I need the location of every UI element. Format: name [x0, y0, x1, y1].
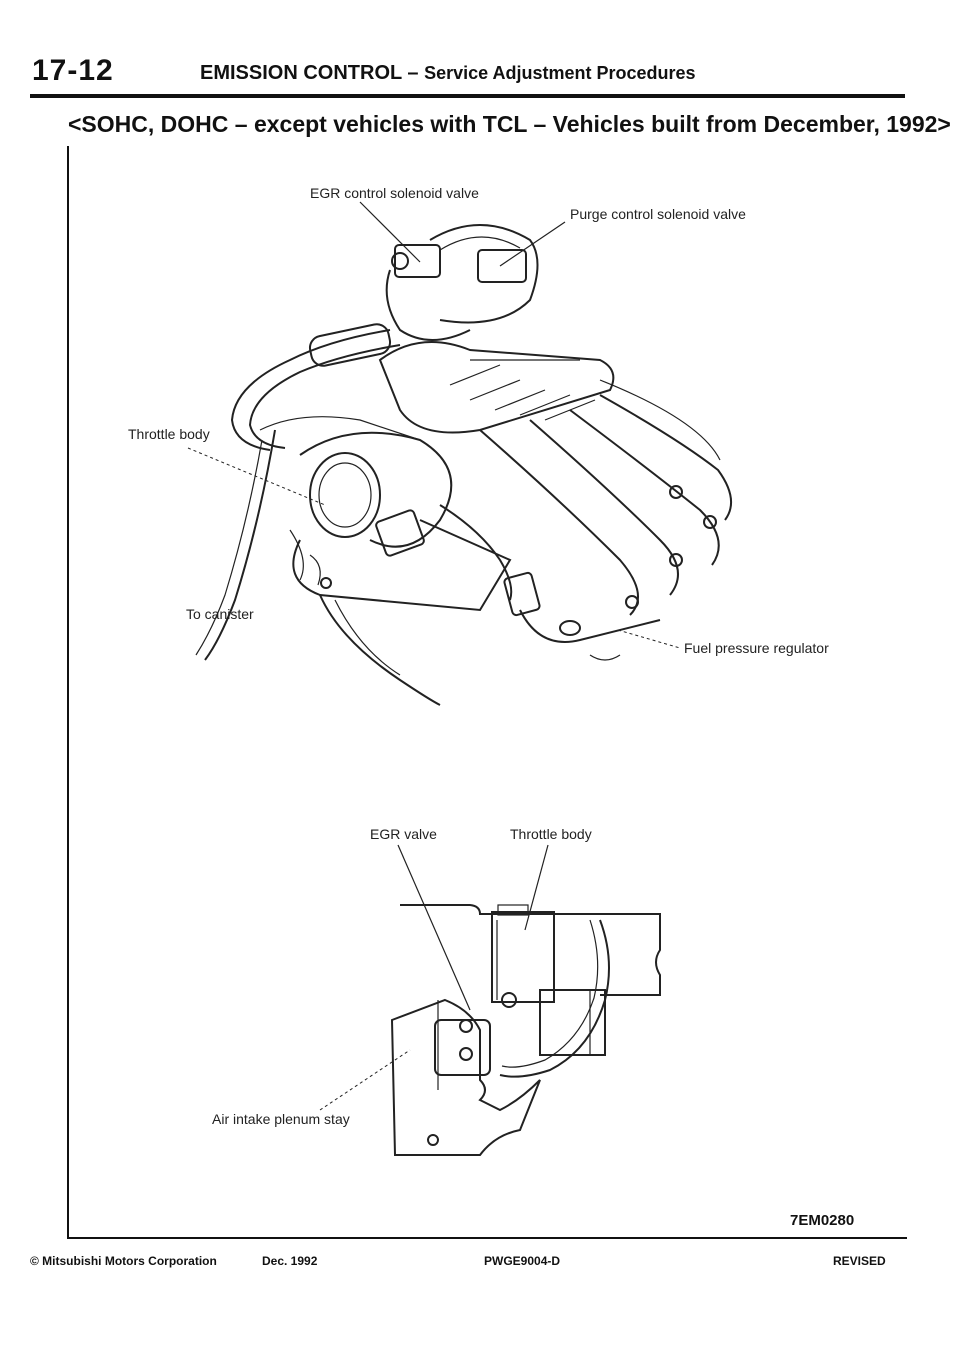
section-title: EMISSION CONTROL – Service Adjustment Pr…	[200, 62, 696, 85]
leader-egr-valve	[397, 844, 471, 1011]
egr-solenoid-shape	[394, 244, 441, 278]
page-subtitle: <SOHC, DOHC – except vehicles with TCL –…	[68, 111, 951, 137]
runner-port-4	[625, 595, 639, 609]
plenum-bracket	[319, 594, 441, 706]
throttle-body-housing	[299, 431, 453, 548]
egr-valve-body	[539, 989, 606, 1056]
plenum-bolt	[320, 577, 332, 589]
fuel-rail	[519, 609, 661, 643]
plenum-stay-bracket	[390, 998, 541, 1156]
plenum-lower	[292, 519, 512, 612]
section-main: EMISSION CONTROL –	[200, 62, 425, 84]
runner-2	[529, 419, 679, 596]
label-plenum-stay: Air intake plenum stay	[212, 1111, 350, 1127]
runner-port-3	[669, 553, 683, 567]
plenum-detail	[289, 529, 321, 586]
manifold-ribs	[449, 364, 596, 421]
egr-bolt-top	[459, 1019, 473, 1033]
runner-outer	[599, 379, 721, 461]
footer-copyright: © Mitsubishi Motors Corporation	[30, 1254, 217, 1268]
leader-throttle-body	[187, 447, 326, 506]
section-subtitle: Service Adjustment Procedures	[424, 63, 696, 83]
manifold-top	[378, 341, 615, 434]
throttle-sensor	[375, 509, 425, 557]
fuel-rail-port	[559, 620, 581, 636]
throttle-body-inner	[318, 462, 372, 528]
footer-date: Dec. 1992	[262, 1254, 318, 1268]
runner-port-1	[669, 485, 683, 499]
egr-pipe-outer	[499, 919, 610, 1078]
throttle-body-bore	[309, 452, 381, 538]
header-rule	[30, 94, 905, 98]
leader-purge-solenoid	[499, 221, 566, 267]
egr-pipe-inner	[501, 919, 599, 1068]
leader-egr-solenoid	[359, 201, 421, 263]
leader-fuel-regulator	[617, 629, 681, 649]
page-number: 17-12	[32, 54, 114, 87]
hose-sleeve	[308, 323, 392, 367]
runner-port-2	[703, 515, 717, 529]
footer-status: REVISED	[833, 1254, 886, 1268]
runner-4	[599, 394, 733, 521]
fuel-regulator-shape	[503, 571, 541, 617]
fuel-rail-detail	[589, 654, 621, 661]
label-egr-solenoid: EGR control solenoid valve	[310, 185, 479, 201]
plenum-bracket-inner	[334, 599, 401, 676]
stay-bolt	[427, 1134, 439, 1146]
runner-3	[569, 409, 720, 566]
canister-hose	[204, 429, 276, 661]
egr-bolt-bottom	[459, 1047, 473, 1061]
throttle-line	[259, 416, 421, 441]
footer-rule	[67, 1237, 907, 1239]
hose-long-1	[230, 329, 391, 451]
vacuum-hose-c	[385, 269, 471, 341]
label-purge-solenoid: Purge control solenoid valve	[570, 206, 746, 222]
throttle-body-cap	[497, 904, 529, 916]
regulator-hose	[439, 504, 513, 601]
egr-valve-housing	[434, 1019, 491, 1076]
leader-throttle-body-bottom	[524, 844, 549, 931]
egr-valve-port	[501, 992, 517, 1008]
label-throttle-body: Throttle body	[128, 426, 210, 442]
runner-1	[479, 429, 639, 616]
figure-code: 7EM0280	[790, 1212, 855, 1229]
label-throttle-body-bottom: Throttle body	[510, 826, 592, 842]
footer-doc-id: PWGE9004-D	[484, 1254, 561, 1268]
purge-solenoid-shape	[477, 249, 527, 283]
vacuum-hose-a	[429, 224, 539, 324]
vacuum-hose-b	[439, 236, 521, 251]
leader-plenum-stay	[319, 1049, 411, 1111]
plenum-outline	[400, 904, 661, 996]
label-egr-valve: EGR valve	[370, 826, 437, 842]
canister-hose-inner	[195, 439, 263, 656]
label-to-canister: To canister	[186, 606, 254, 622]
hose-long-2	[248, 344, 401, 449]
throttle-body-block	[491, 911, 555, 1003]
frame-left-rule	[67, 146, 69, 1237]
egr-solenoid-port	[391, 252, 409, 270]
label-fuel-regulator: Fuel pressure regulator	[684, 640, 829, 656]
